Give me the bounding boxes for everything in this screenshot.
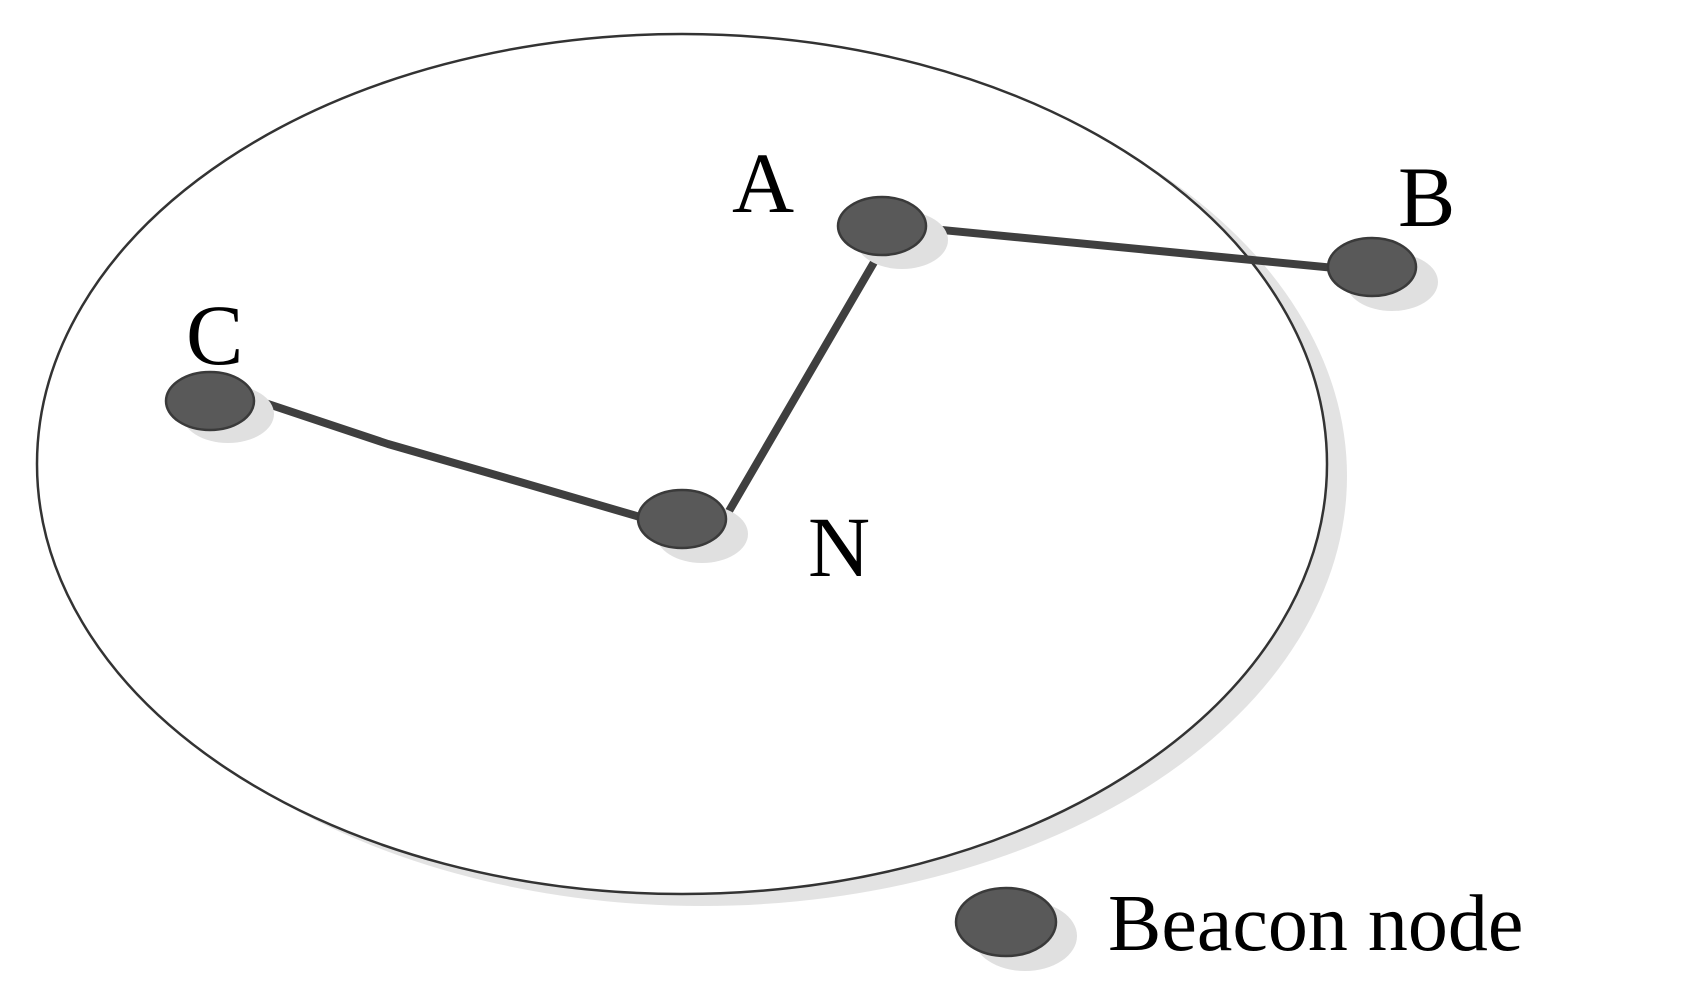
- node-c-label: C: [186, 287, 243, 383]
- legend: Beacon node: [954, 880, 1523, 968]
- range-ellipse: [35, 32, 1329, 896]
- node-c: [164, 370, 256, 432]
- node-b: [1326, 236, 1418, 298]
- node-a-label: A: [732, 135, 794, 231]
- link-c-n: [243, 393, 644, 521]
- legend-node-icon: [954, 886, 1058, 958]
- communication-range: [35, 32, 1347, 906]
- link-a-n: [721, 248, 884, 522]
- links: [243, 220, 1339, 522]
- node-b-label: B: [1398, 149, 1455, 245]
- link-a-b: [876, 220, 1339, 272]
- node-labels: A B C N: [186, 135, 1455, 595]
- node-n-label: N: [808, 499, 870, 595]
- node-a: [836, 195, 928, 257]
- node-n: [636, 488, 728, 550]
- legend-label: Beacon node: [1108, 880, 1523, 968]
- nodes: [164, 195, 1418, 550]
